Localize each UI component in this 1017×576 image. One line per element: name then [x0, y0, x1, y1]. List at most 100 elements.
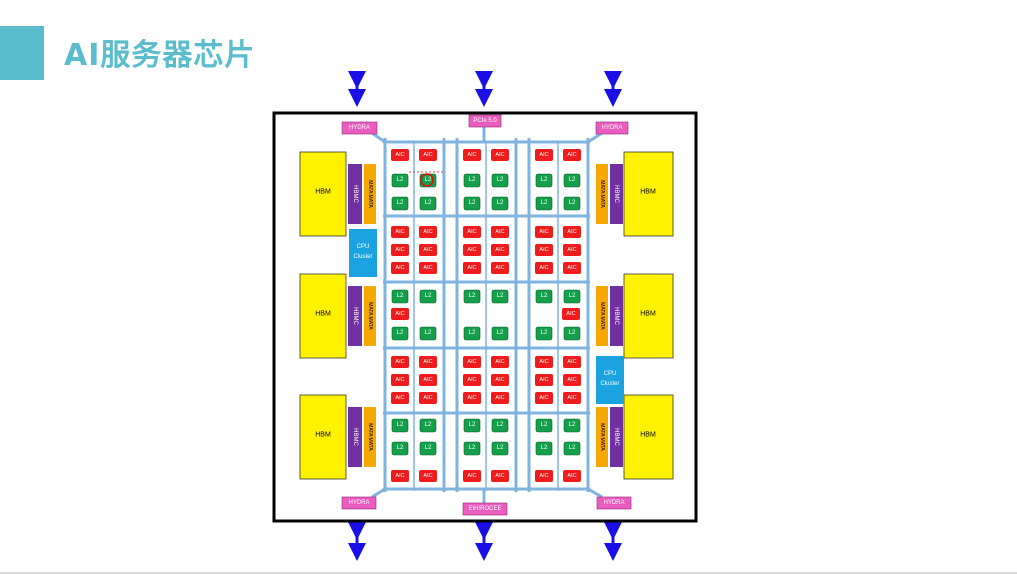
l2-cache	[535, 196, 553, 211]
aic-core	[391, 244, 409, 256]
aic-label: AIC	[539, 152, 548, 158]
aic-label: AIC	[423, 359, 432, 365]
hydra-port-bottom-left	[341, 496, 377, 510]
hbm-label: HBM	[640, 189, 656, 196]
aic-core	[562, 308, 580, 320]
aic-core	[535, 244, 553, 256]
hydra-port-top-right	[595, 121, 629, 135]
aic-core	[391, 262, 409, 274]
aic-core	[419, 392, 437, 404]
phy-label: MATA MATA	[367, 180, 373, 208]
aic-core	[535, 470, 553, 482]
cpu-cluster-1	[596, 356, 624, 404]
l2-cache	[463, 418, 481, 433]
phy-right-0	[596, 164, 608, 224]
l2-label: L2	[569, 177, 576, 183]
hbm-left-2	[299, 394, 347, 480]
l2-label: L2	[425, 293, 432, 299]
l2-label: L2	[469, 422, 476, 428]
aic-core	[491, 356, 509, 368]
slide-title: AI服务器芯片	[64, 38, 256, 73]
aic-label: AIC	[467, 473, 476, 479]
aic-core	[463, 149, 481, 161]
l2-cache	[463, 289, 481, 304]
aic-label: AIC	[567, 247, 576, 253]
hydra-port-top-left-label: HYDRA	[349, 125, 370, 131]
aic-core	[391, 374, 409, 386]
l2-label: L2	[569, 200, 576, 206]
l2-label: L2	[541, 293, 548, 299]
aic-label: AIC	[395, 359, 404, 365]
hbm-label: HBM	[640, 432, 656, 439]
hbm-label: HBM	[640, 311, 656, 318]
aic-core	[419, 356, 437, 368]
aic-core	[563, 470, 581, 482]
mesh-link-hydra-1	[587, 131, 603, 144]
aic-label: AIC	[395, 229, 404, 235]
hbmc-left-2	[348, 407, 362, 467]
phy-label: MATA MATA	[367, 302, 373, 330]
l2-label: L2	[425, 200, 432, 206]
hydra-port-top-left	[341, 121, 378, 135]
l2-cache	[419, 326, 437, 341]
l2-label: L2	[397, 200, 404, 206]
aic-label: AIC	[423, 265, 432, 271]
l2-label: L2	[569, 445, 576, 451]
aic-core	[391, 356, 409, 368]
l2-label: L2	[425, 422, 432, 428]
aic-label: AIC	[495, 265, 504, 271]
aic-core	[491, 226, 509, 238]
phy-left-0	[364, 164, 376, 224]
aic-core	[491, 244, 509, 256]
aic-core	[463, 470, 481, 482]
cpu-label: Cluster	[600, 381, 619, 387]
aic-core	[391, 149, 409, 161]
hbm-label: HBM	[315, 311, 331, 318]
eth-roce-port	[462, 502, 508, 516]
l2-label: L2	[569, 422, 576, 428]
l2-cache	[391, 173, 409, 188]
aic-core	[463, 392, 481, 404]
l2-cache	[463, 196, 481, 211]
aic-label: AIC	[495, 229, 504, 235]
cpu-cluster-0	[349, 229, 377, 277]
l2-label: L2	[497, 330, 504, 336]
aic-label: AIC	[395, 265, 404, 271]
aic-label: AIC	[467, 395, 476, 401]
hydra-port-top-right-label: HYDRA	[601, 125, 622, 131]
mesh-link-hydra-3	[587, 487, 603, 499]
aic-core	[463, 226, 481, 238]
aic-label: AIC	[539, 265, 548, 271]
aic-core	[391, 226, 409, 238]
aic-core	[535, 149, 553, 161]
aic-label: AIC	[423, 229, 432, 235]
l2-cache	[391, 196, 409, 211]
cpu-label: CPU	[604, 371, 617, 377]
hbmc-right-2	[610, 407, 623, 467]
l2-cache	[535, 173, 553, 188]
l2-cache	[491, 418, 509, 433]
aic-label: AIC	[395, 377, 404, 383]
aic-core	[535, 374, 553, 386]
aic-label: AIC	[495, 395, 504, 401]
l2-cache	[463, 441, 481, 456]
l2-cache	[535, 418, 553, 433]
aic-label: AIC	[423, 247, 432, 253]
aic-label: AIC	[467, 359, 476, 365]
aic-label: AIC	[395, 395, 404, 401]
hbmc-left-1	[348, 286, 362, 346]
aic-core	[535, 356, 553, 368]
aic-core	[563, 149, 581, 161]
aic-core	[491, 262, 509, 274]
aic-core	[535, 262, 553, 274]
l2-cache	[419, 441, 437, 456]
aic-label: AIC	[395, 247, 404, 253]
aic-core	[463, 262, 481, 274]
l2-label: L2	[469, 330, 476, 336]
l2-cache	[563, 326, 581, 341]
aic-core	[419, 374, 437, 386]
l2-label: L2	[541, 422, 548, 428]
l2-cache	[491, 196, 509, 211]
aic-label: AIC	[567, 229, 576, 235]
aic-core	[563, 244, 581, 256]
